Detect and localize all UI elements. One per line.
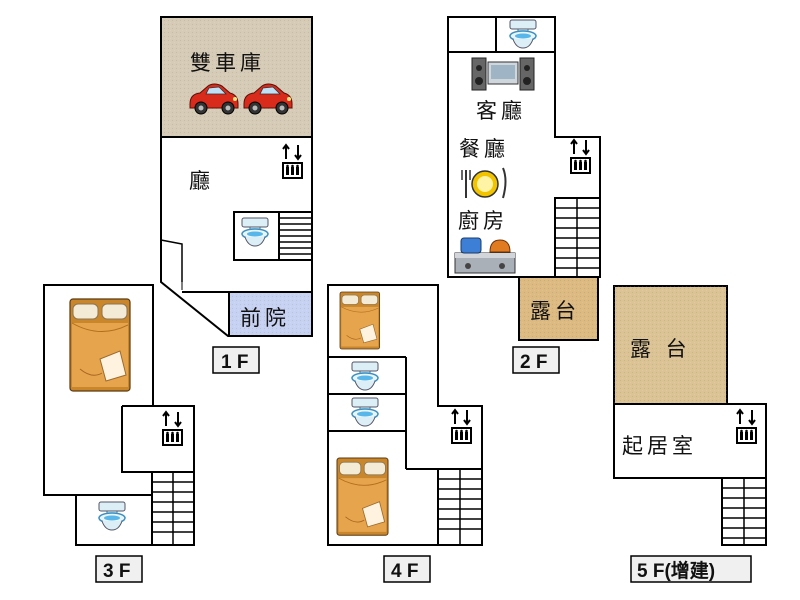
terrace-2f-label: 露台 xyxy=(530,299,580,323)
hall-label: 廳 xyxy=(189,169,214,193)
terrace-5f-label: 露 台 xyxy=(630,337,691,361)
floor-5f: 露 台 起居室 5 F(增建) xyxy=(613,285,767,583)
front-yard-label: 前院 xyxy=(240,306,290,330)
floor-2f: 客廳 餐廳 廚房 xyxy=(447,16,601,374)
stereo-icon xyxy=(471,57,535,91)
kitchen-label: 廚房 xyxy=(458,209,508,233)
stairs-icon xyxy=(437,468,483,546)
family-room-label: 起居室 xyxy=(622,434,697,458)
floor-label-3f: 3 F xyxy=(103,561,130,582)
stairs-icon xyxy=(151,471,195,546)
dining-room-label: 餐廳 xyxy=(459,137,509,161)
floor-1f: 雙車庫 廳 前院 1 F xyxy=(160,16,313,374)
bed-icon xyxy=(69,298,131,392)
stove-icon xyxy=(454,237,516,274)
floor-3f: 3 F xyxy=(43,284,195,583)
floor-label-2f: 2 F xyxy=(520,352,547,373)
floor-label-5f: 5 F(增建) xyxy=(637,559,715,582)
bed-icon xyxy=(336,457,389,536)
stairs-icon xyxy=(278,211,313,261)
garage-label: 雙車庫 xyxy=(190,51,265,75)
stairs-icon xyxy=(721,477,767,546)
floor-4f: 4 F xyxy=(327,284,483,583)
stairs-icon xyxy=(554,197,601,278)
bed-icon xyxy=(339,291,380,350)
floor-label-1f: 1 F xyxy=(221,352,248,373)
living-room-label: 客廳 xyxy=(476,99,526,123)
dining-icon xyxy=(461,167,507,199)
floor-label-4f: 4 F xyxy=(391,561,418,582)
